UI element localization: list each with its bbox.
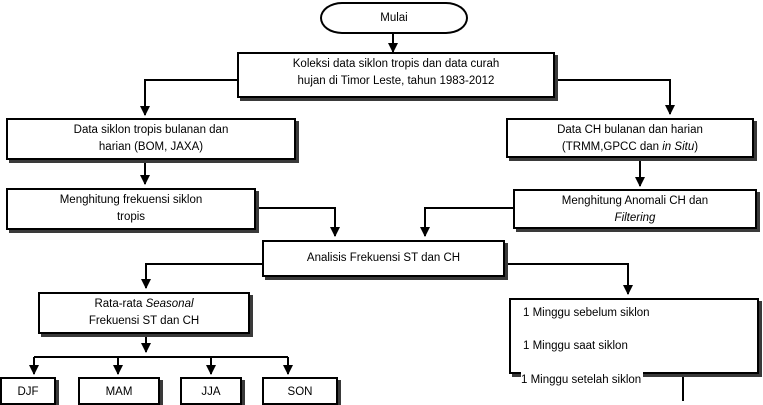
season-label: JJA bbox=[201, 386, 221, 398]
seasonal-average-box: Rata-rata Seasonal Frekuensi ST dan CH bbox=[38, 292, 250, 334]
arrow-right-calc-to-analysis bbox=[420, 207, 513, 237]
cyclone-data-box: Data siklon tropis bulanan dan harian (B… bbox=[6, 118, 296, 160]
collect-line-2: hujan di Timor Leste, tahun 1983-2012 bbox=[297, 75, 495, 87]
season-label: SON bbox=[287, 386, 313, 398]
cyclone-frequency-line-1: Menghitung frekuensi siklon bbox=[59, 194, 203, 206]
anomaly-line-2: Filtering bbox=[614, 212, 656, 224]
rainfall-data-line-2: (TRMM,GPCC dan in Situ) bbox=[514, 139, 746, 156]
seasonal-line-2: Frekuensi ST dan CH bbox=[88, 315, 200, 327]
arrow-analysis-to-seasonal bbox=[141, 263, 262, 289]
arrow-left-calc-to-analysis bbox=[255, 207, 340, 237]
rainfall-data-sources: (TRMM,GPCC dan bbox=[561, 141, 663, 153]
start-oval: Mulai bbox=[320, 2, 468, 34]
seasonal-prefix: Rata-rata bbox=[94, 298, 146, 310]
start-label: Mulai bbox=[380, 12, 408, 24]
anomaly-line-1: Menghitung Anomali CH dan bbox=[561, 195, 709, 207]
arrow-collect-to-right-data bbox=[555, 79, 675, 115]
analysis-label: Analisis Frekuensi ST dan CH bbox=[306, 252, 461, 264]
cyclone-data-line-2: harian (BOM, JAXA) bbox=[98, 141, 204, 153]
cyclone-frequency-line-2: tropis bbox=[116, 211, 146, 223]
season-label: MAM bbox=[105, 386, 133, 398]
arrow-analysis-to-weeks bbox=[505, 263, 633, 295]
week-before-label: 1 Minggu sebelum siklon bbox=[523, 307, 650, 319]
week-after-label: 1 Minggu setelah siklon bbox=[521, 372, 644, 389]
season-box-djf: DJF bbox=[0, 377, 56, 405]
collect-data-box: Koleksi data siklon tropis dan data cura… bbox=[237, 52, 555, 98]
cyclone-data-line-1: Data siklon tropis bulanan dan bbox=[73, 124, 229, 136]
rainfall-data-box: Data CH bulanan dan harian (TRMM,GPCC da… bbox=[506, 118, 754, 158]
rainfall-data-close: ) bbox=[694, 141, 699, 153]
cyclone-frequency-box: Menghitung frekuensi siklon tropis bbox=[6, 188, 256, 230]
season-label: DJF bbox=[17, 386, 39, 398]
collect-line-1: Koleksi data siklon tropis dan data cura… bbox=[292, 58, 500, 70]
rainfall-data-insitu: in Situ bbox=[662, 141, 695, 153]
anomaly-filtering-box: Menghitung Anomali CH dan Filtering bbox=[513, 189, 757, 229]
seasonal-italic: Seasonal bbox=[145, 298, 194, 310]
week-during-label: 1 Minggu saat siklon bbox=[523, 340, 628, 352]
frequency-analysis-box: Analisis Frekuensi ST dan CH bbox=[262, 240, 505, 277]
season-box-jja: JJA bbox=[180, 377, 242, 405]
season-box-mam: MAM bbox=[78, 377, 160, 405]
arrow-collect-to-left-data bbox=[140, 79, 237, 116]
rainfall-data-line-1: Data CH bulanan dan harian bbox=[557, 124, 703, 136]
seasonal-line-1: Rata-rata Seasonal bbox=[46, 296, 242, 313]
cyclone-week-periods-box: 1 Minggu sebelum siklon 1 Minggu saat si… bbox=[509, 298, 759, 374]
